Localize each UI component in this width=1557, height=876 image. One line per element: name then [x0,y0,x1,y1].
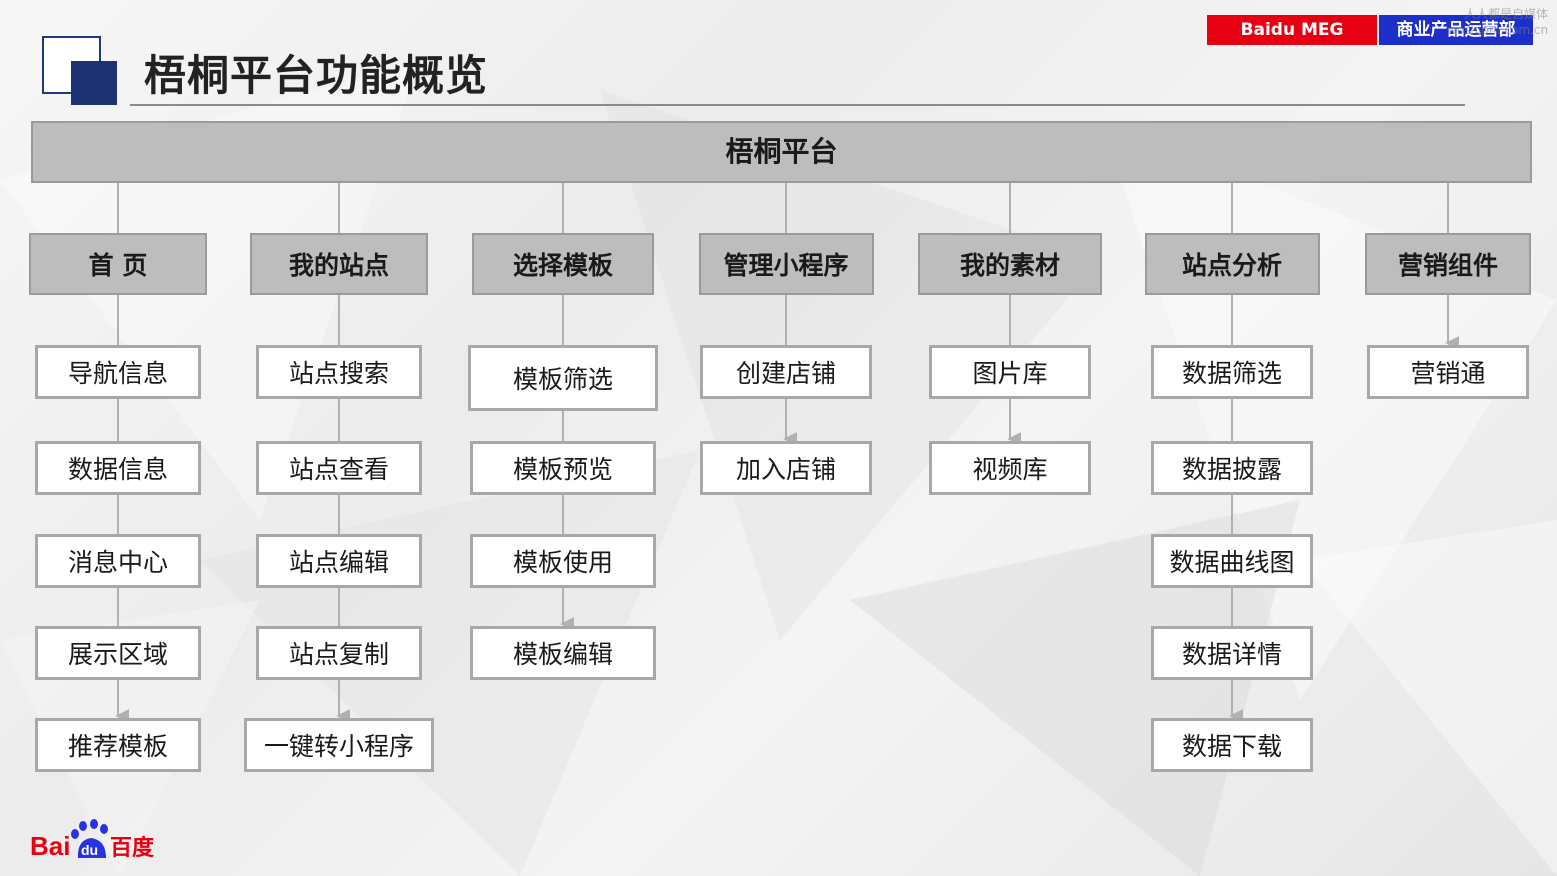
function-node: 图片库 [929,345,1091,399]
function-node: 推荐模板 [35,718,201,772]
category-node: 管理小程序 [698,233,874,295]
function-node: 数据曲线图 [1151,534,1313,588]
category-node: 营销组件 [1365,233,1531,295]
category-node: 站点分析 [1144,233,1320,295]
function-node: 创建店铺 [700,345,872,399]
function-node: 模板预览 [470,441,656,495]
department-badge: 商业产品运营部 [1379,15,1533,45]
title-underline [130,104,1465,106]
function-node: 模板编辑 [470,626,656,680]
function-node: 营销通 [1367,345,1529,399]
function-node: 数据披露 [1151,441,1313,495]
watermark: 人人都是自媒体 woshipm.com.cn [1447,6,1548,38]
function-node: 站点查看 [256,441,422,495]
category-node: 首 页 [29,233,207,295]
category-node: 选择模板 [472,233,654,295]
function-node: 站点搜索 [256,345,422,399]
function-node: 消息中心 [35,534,201,588]
baidu-logo-bai: Bai [30,831,70,861]
category-node: 我的站点 [250,233,428,295]
page-title: 梧桐平台功能概览 [144,51,489,100]
function-node: 数据详情 [1151,626,1313,680]
function-node: 一键转小程序 [244,718,434,772]
header-logo-square-filled [71,61,117,105]
baidu-logo-du: du [81,842,98,858]
function-node: 数据下载 [1151,718,1313,772]
watermark-line-2: woshipm.com.cn [1447,23,1549,37]
function-node: 加入店铺 [700,441,872,495]
function-node: 导航信息 [35,345,201,399]
function-node: 视频库 [929,441,1091,495]
function-node: 数据筛选 [1151,345,1313,399]
paw-icon [71,819,108,858]
function-node: 模板筛选 [468,345,658,411]
function-node: 数据信息 [35,441,201,495]
category-node: 我的素材 [918,233,1102,295]
baidu-logo-cn: 百度 [110,835,155,861]
root-node: 梧桐平台 [31,121,1532,183]
function-node: 模板使用 [470,534,656,588]
function-node: 展示区域 [35,626,201,680]
function-node: 站点复制 [256,626,422,680]
function-node: 站点编辑 [256,534,422,588]
watermark-line-1: 人人都是自媒体 [1464,7,1549,21]
baidu-meg-badge: Baidu MEG [1207,15,1377,45]
baidu-logo: Bai du 百度 [30,819,155,861]
